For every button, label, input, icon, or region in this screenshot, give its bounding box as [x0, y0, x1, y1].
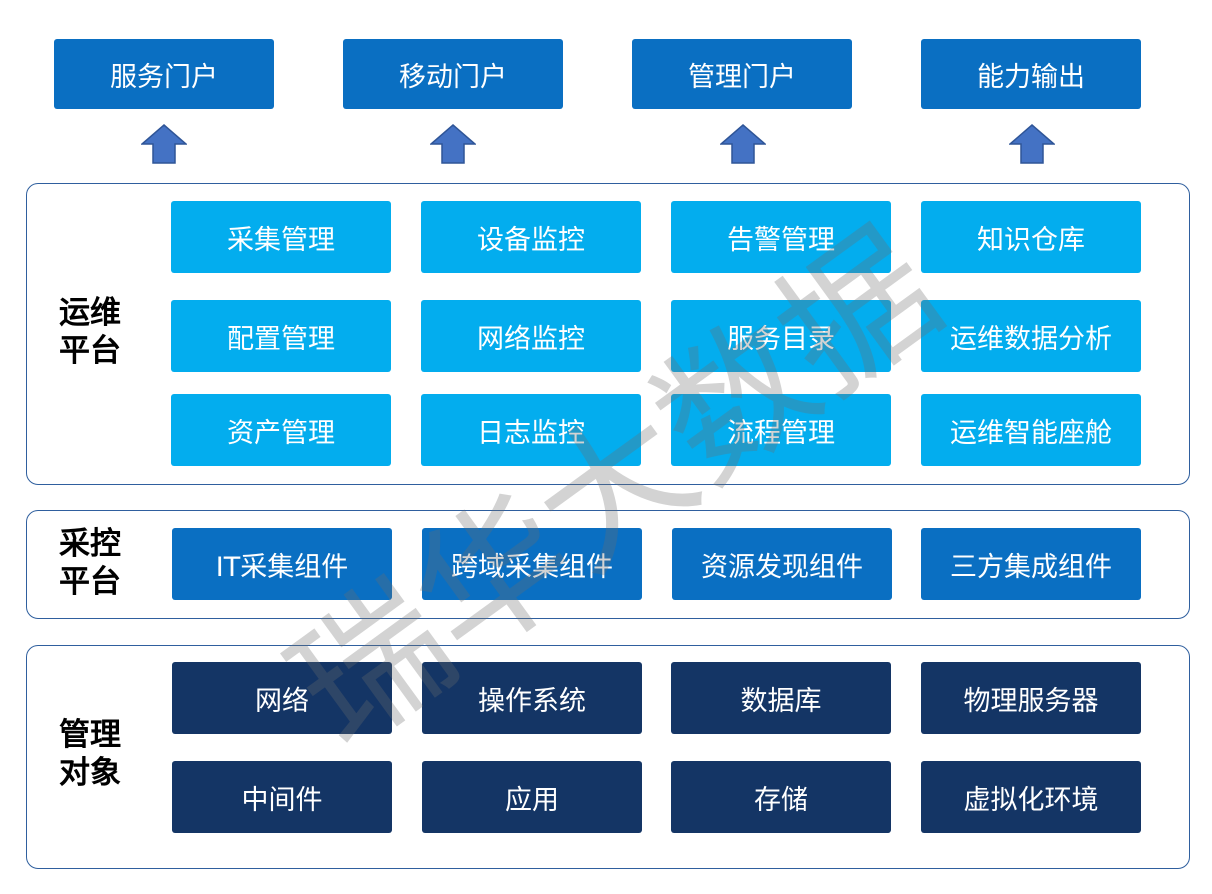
object-item: 数据库: [671, 662, 891, 734]
portal-mobile: 移动门户: [343, 39, 563, 109]
ops-item: 运维数据分析: [921, 300, 1141, 372]
up-arrow-icon: [720, 124, 766, 164]
object-item: 网络: [172, 662, 392, 734]
managed-objects-panel: [26, 645, 1190, 869]
object-item: 存储: [671, 761, 891, 833]
ops-item: 采集管理: [171, 201, 391, 273]
ops-item: 服务目录: [671, 300, 891, 372]
collect-platform-label: 采控 平台: [59, 526, 121, 600]
ops-item: 资产管理: [171, 394, 391, 466]
ops-item: 知识仓库: [921, 201, 1141, 273]
ops-item: 设备监控: [421, 201, 641, 273]
portal-management: 管理门户: [632, 39, 852, 109]
ops-item: 日志监控: [421, 394, 641, 466]
collect-item: 资源发现组件: [672, 528, 892, 600]
ops-item: 流程管理: [671, 394, 891, 466]
ops-platform-panel: [26, 183, 1190, 485]
collect-item: 跨域采集组件: [422, 528, 642, 600]
ops-item: 运维智能座舱: [921, 394, 1141, 466]
object-item: 中间件: [172, 761, 392, 833]
object-item: 应用: [422, 761, 642, 833]
ops-item: 配置管理: [171, 300, 391, 372]
up-arrow-icon: [1009, 124, 1055, 164]
up-arrow-icon: [430, 124, 476, 164]
collect-platform-panel: [26, 510, 1190, 619]
ops-item: 网络监控: [421, 300, 641, 372]
collect-item: 三方集成组件: [921, 528, 1141, 600]
ops-platform-label: 运维 平台: [59, 295, 121, 369]
object-item: 操作系统: [422, 662, 642, 734]
object-item: 虚拟化环境: [921, 761, 1141, 833]
collect-item: IT采集组件: [172, 528, 392, 600]
portal-capability-output: 能力输出: [921, 39, 1141, 109]
object-item: 物理服务器: [921, 662, 1141, 734]
portal-service: 服务门户: [54, 39, 274, 109]
up-arrow-icon: [141, 124, 187, 164]
ops-item: 告警管理: [671, 201, 891, 273]
managed-objects-label: 管理 对象: [59, 717, 121, 791]
